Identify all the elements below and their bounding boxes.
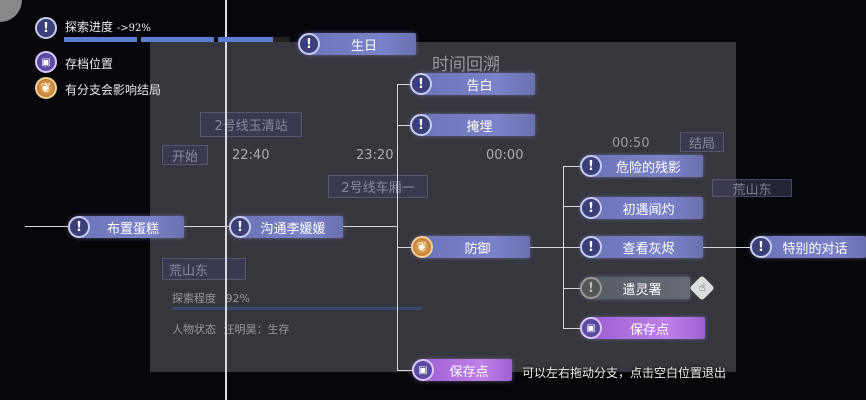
time-label: 23:20 xyxy=(356,148,394,163)
card-status: 人物状态 汪明昊：生存 xyxy=(172,323,290,336)
exclamation-icon: ! xyxy=(580,277,602,299)
save-folder-icon: ▣ xyxy=(412,359,434,381)
exclamation-icon: ! xyxy=(68,216,90,238)
exclamation-icon: ! xyxy=(229,216,251,238)
progress-remaining xyxy=(273,37,290,42)
station-label: 2号线玉清站 xyxy=(200,112,302,137)
node-spirit-locked[interactable]: !遣灵署 xyxy=(580,277,690,299)
timeline-cursor[interactable] xyxy=(225,0,227,400)
hint-text: 可以左右拖动分支，点击空白位置退出 xyxy=(522,366,727,380)
exclamation-icon: ! xyxy=(580,197,602,219)
node-shadow[interactable]: !危险的残影 xyxy=(580,155,703,177)
node-special-talk[interactable]: !特别的对话 xyxy=(750,236,866,258)
exclamation-icon: ! xyxy=(410,73,432,95)
branch-line xyxy=(563,206,580,207)
branch-feather-icon: ❦ xyxy=(35,77,57,99)
time-label: 00:00 xyxy=(486,148,524,163)
branch-line xyxy=(397,247,412,248)
progress-segment xyxy=(218,37,273,42)
node-save-point[interactable]: ▣保存点 xyxy=(412,359,512,381)
exclamation-icon: ! xyxy=(580,236,602,258)
progress-label: 探索进度 ->92% xyxy=(65,20,151,34)
node-meet[interactable]: !初遇闻灼 xyxy=(580,197,703,219)
branch-line xyxy=(563,166,580,167)
branch-line xyxy=(25,226,397,227)
ending-label: 结局 xyxy=(680,132,724,152)
time-label: 22:40 xyxy=(232,148,270,163)
node-talk[interactable]: !沟通李媛媛 xyxy=(229,216,343,238)
card-explore-label: 探索程度 92% xyxy=(172,292,250,305)
branch-legend-label: 有分支会影响结局 xyxy=(65,83,162,97)
node-confess[interactable]: !告白 xyxy=(410,73,535,95)
exclamation-icon: ! xyxy=(410,114,432,136)
branch-feather-icon: ❦ xyxy=(411,236,433,258)
node-birthday[interactable]: !生日 xyxy=(298,33,416,55)
branch-line xyxy=(397,84,398,371)
node-ashes[interactable]: !查看灰烬 xyxy=(580,236,703,258)
branch-line xyxy=(397,84,412,85)
back-button[interactable] xyxy=(0,0,22,22)
time-label: 00:50 xyxy=(612,136,650,151)
branch-line xyxy=(563,166,564,329)
save-folder-icon: ▣ xyxy=(580,317,602,339)
branch-line xyxy=(397,370,412,371)
exclamation-icon: ! xyxy=(750,236,772,258)
save-folder-icon: ▣ xyxy=(35,51,57,73)
node-bury[interactable]: !掩埋 xyxy=(410,114,535,136)
branch-line xyxy=(563,288,580,289)
station-label: 2号线车厢一 xyxy=(328,175,428,198)
save-legend-label: 存档位置 xyxy=(65,57,114,71)
start-label: 开始 xyxy=(162,145,208,165)
card-location: 荒山东 xyxy=(162,258,246,280)
branch-line xyxy=(397,125,412,126)
node-defend[interactable]: ❦防御 xyxy=(411,236,530,258)
node-save-point[interactable]: ▣保存点 xyxy=(580,317,705,339)
progress-segment xyxy=(64,37,137,42)
card-progress-bar xyxy=(172,307,422,310)
node-cake[interactable]: !布置蛋糕 xyxy=(68,216,184,238)
exclamation-icon: ! xyxy=(298,33,320,55)
progress-segment xyxy=(141,37,214,42)
location-label: 荒山东 xyxy=(712,179,792,198)
branch-line xyxy=(563,328,580,329)
panel-title: 时间回溯 xyxy=(432,55,500,75)
exclamation-icon: ! xyxy=(35,17,57,39)
exclamation-icon: ! xyxy=(580,155,602,177)
